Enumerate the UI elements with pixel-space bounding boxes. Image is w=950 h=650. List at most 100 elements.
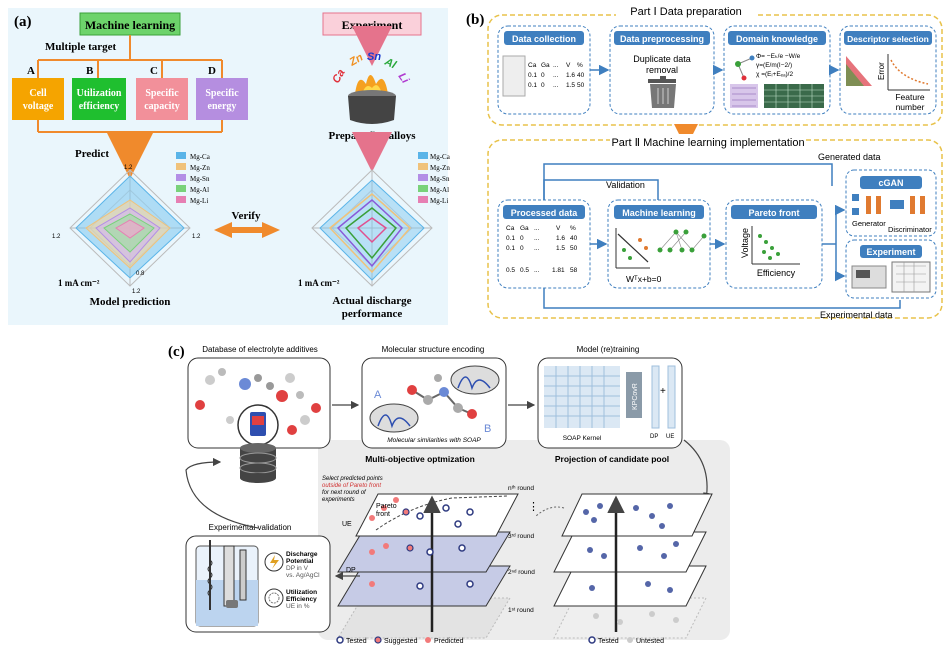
legend2-swatch-mg-al [418, 185, 428, 192]
legend-suggested: Suggested [384, 638, 418, 645]
instrument-icon [851, 261, 931, 293]
ct-r2c2: ... [553, 82, 559, 89]
verify-label: Verify [232, 210, 261, 222]
target-d: D Specific energy [196, 65, 248, 120]
moo-points-predicted [369, 497, 399, 587]
molecular-similarity: Molecular similarities with SOAP [387, 437, 481, 444]
prepare-alloys-label: Prepare five alloys [329, 130, 417, 142]
crystal-lattice-icon [730, 84, 758, 108]
processed-title: Processed data [511, 208, 579, 218]
legend-suggested-marker [374, 636, 382, 644]
legend-mg-al: Mg-Al [190, 186, 209, 194]
radar-tick-top: 1.2 [124, 165, 133, 171]
legend-swatch-mg-al [176, 185, 186, 192]
soap-density-b [369, 403, 419, 433]
ct-r1c4: 40 [577, 72, 585, 79]
data-collection-title: Data collection [512, 34, 576, 44]
utilization-text: Utilization Efficiency UE in % [286, 589, 317, 610]
util-line3: UE in % [286, 603, 310, 610]
experiment-box-title: Experiment [866, 247, 915, 257]
round-3-label: 3ʳᵈ round [508, 533, 534, 540]
processed-table: Ca Ga ... V % 0.1 0 ... 1.6 40 0.1 0 ...… [506, 225, 578, 274]
density-curve-a [457, 376, 491, 391]
legend2-tested: Tested [598, 638, 619, 645]
experiment-header [860, 245, 922, 258]
legend-tested-marker [336, 636, 344, 644]
target-b-box [72, 78, 126, 120]
radar2-series-mg-al [344, 207, 398, 260]
pt-r2c2: ... [534, 245, 540, 252]
legend2-swatch-mg-zn [418, 163, 428, 170]
pareto-label-2: front [376, 511, 390, 518]
panel-b: (b) Part Ⅰ Data preparation Data collect… [466, 3, 943, 320]
legend-untested: Untested [636, 638, 664, 645]
moo-title: Multi-objective optmization [365, 454, 475, 464]
panel-c: (c) Database of electrolyte additives Mo… [168, 344, 730, 645]
generated-data-line [543, 163, 833, 200]
pareto-front-curve [375, 495, 509, 531]
panel-a: (a) Machine learning Multiple target A C… [8, 8, 451, 325]
domain-header [728, 31, 826, 45]
arrow-model-projection [683, 439, 712, 502]
cgan-header [860, 176, 922, 189]
legend-mg-li: Mg-Li [190, 197, 208, 205]
util-line1: Utilization [286, 589, 317, 596]
util-line2: Efficiency [286, 596, 317, 603]
moo-layer-1 [337, 597, 511, 639]
pareto-points [758, 234, 780, 260]
plus-sign: + [660, 386, 666, 397]
molecule-cloud [195, 368, 321, 435]
target-a-line2: voltage [23, 101, 54, 112]
molecular-title: Molecular structure encoding [382, 345, 485, 354]
discharge-line3: DP in V [286, 565, 309, 572]
pt-h0: Ca [506, 225, 515, 232]
radar-tick-left: 1.2 [52, 234, 61, 240]
target-d-letter: D [208, 65, 216, 77]
radar2-series-mg-li [356, 217, 388, 244]
generated-data-label: Generated data [818, 152, 881, 162]
target-b: B Utilization efficiency [72, 65, 126, 120]
gear-icon [268, 592, 280, 604]
discharge-text: Discharge Potential DP in V vs. Ag/AgCl [286, 551, 320, 579]
pt-r3c3: 1.81 [552, 267, 565, 274]
target-d-line1: Specific [205, 88, 239, 99]
point-b-label: B [484, 423, 491, 435]
radar-model-prediction: 1.2 1.2 1.2 1.2 0.8 [52, 165, 201, 295]
descriptor-title: Descriptor selection [847, 34, 929, 44]
part2-title-bg [610, 134, 806, 148]
legend2-mg-sn: Mg-Sn [430, 175, 450, 183]
ue-axis-label: UE [342, 521, 352, 528]
trash-icon [648, 76, 676, 108]
round-n-label: nᵗʰ round [508, 485, 534, 492]
feature-label-2: number [896, 102, 925, 112]
select-line4: experiments [322, 497, 355, 503]
target-b-line1: Utilization [77, 88, 122, 99]
legend-predicted-marker [425, 637, 431, 643]
pt-r3c4: 58 [570, 267, 578, 274]
radar-tick-right: 1.2 [192, 234, 201, 240]
target-b-line2: efficiency [79, 101, 120, 112]
data-collection-header [504, 31, 584, 45]
pt-h3: V [556, 225, 561, 232]
ct-r2c4: 50 [577, 82, 585, 89]
ct-r1c2: ... [553, 72, 559, 79]
legend2-swatch-mg-ca [418, 152, 428, 159]
model-title: Model (re)training [577, 345, 640, 354]
error-curve [890, 59, 929, 85]
actual-discharge-line2: performance [342, 308, 403, 320]
preprocessing-title: Data preprocessing [620, 34, 704, 44]
box-cgan [845, 169, 937, 237]
legend2-swatch-mg-sn [418, 174, 428, 181]
panel-c-label: (c) [168, 344, 185, 360]
multiple-target-label: Multiple target [45, 41, 117, 53]
radar2-series-mg-ca [319, 179, 425, 281]
experimental-data-label: Experimental data [820, 310, 893, 320]
pt-r2c1: 0 [520, 245, 524, 252]
efficiency-label: Efficiency [757, 268, 796, 278]
formula-2: γ=(Ε/m(I−2/) [756, 62, 792, 69]
target-a-box [12, 78, 64, 120]
ct-h2: ... [553, 62, 559, 69]
legend-swatch-mg-ca [176, 152, 186, 159]
radar-legend-left: Mg-Ca Mg-Zn Mg-Sn Mg-Al Mg-Li [176, 152, 211, 205]
